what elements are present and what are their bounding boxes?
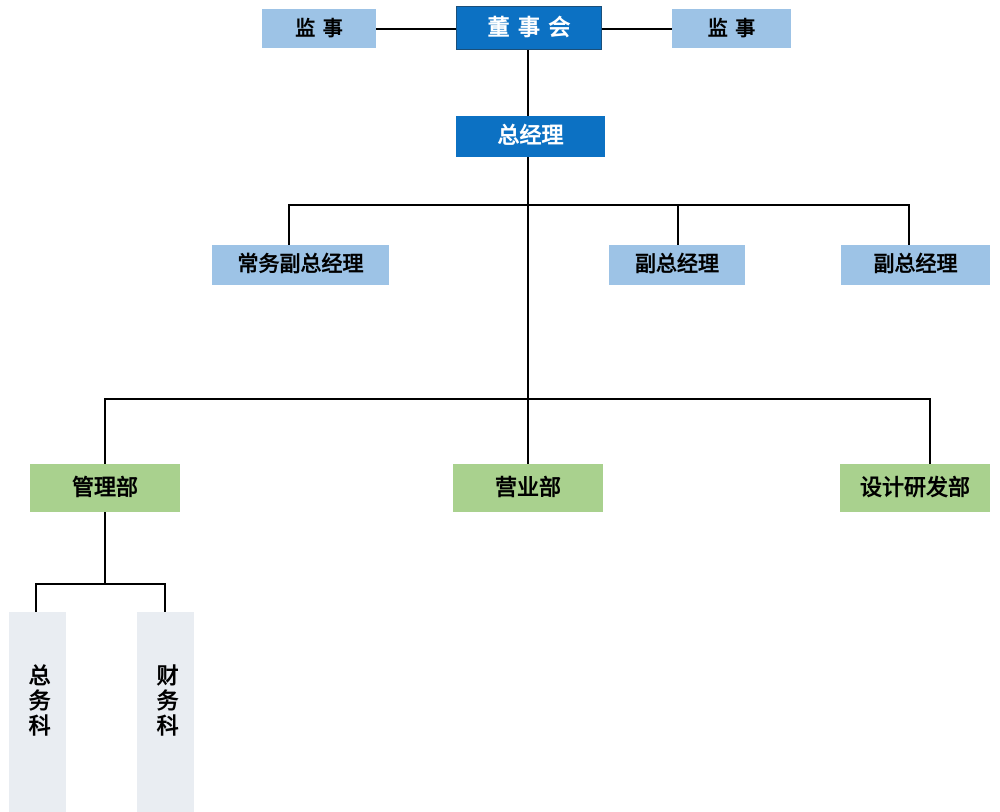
node-supervisor-left-label: 监事 xyxy=(295,17,351,40)
node-dept-admin[interactable]: 管理部 xyxy=(30,464,180,512)
connector-section-bus xyxy=(35,583,166,585)
node-dept-design-rd[interactable]: 设计研发部 xyxy=(840,464,990,512)
node-general-manager-label: 总经理 xyxy=(497,123,564,149)
connector-gm-trunk xyxy=(527,157,529,399)
node-exec-vice-gm-label: 常务副总经理 xyxy=(237,252,364,277)
node-vice-gm-2-label: 副总经理 xyxy=(873,252,958,277)
connector-drop-section-general-affairs xyxy=(35,583,37,613)
node-supervisor-left[interactable]: 监事 xyxy=(262,9,376,48)
connector-drop-vice-gm-1 xyxy=(677,204,679,245)
connector-board-to-gm xyxy=(527,48,529,116)
connector-supervisor-right xyxy=(602,28,672,30)
node-section-general-affairs[interactable]: 总务科 xyxy=(9,612,66,812)
node-vice-gm-2[interactable]: 副总经理 xyxy=(841,245,990,285)
node-vice-gm-1-label: 副总经理 xyxy=(635,252,719,277)
connector-supervisor-left xyxy=(375,28,456,30)
node-board[interactable]: 董事会 xyxy=(456,6,602,50)
connector-drop-dept-design xyxy=(929,398,931,464)
node-board-label: 董事会 xyxy=(487,14,579,40)
node-section-finance-label: 财务科 xyxy=(153,664,179,740)
node-section-general-affairs-label: 总务科 xyxy=(25,664,51,740)
connector-admin-trunk xyxy=(104,512,106,585)
connector-vice-bus xyxy=(288,204,910,206)
node-section-finance[interactable]: 财务科 xyxy=(137,612,194,812)
node-dept-sales[interactable]: 营业部 xyxy=(453,464,603,512)
node-exec-vice-gm[interactable]: 常务副总经理 xyxy=(212,245,389,285)
node-dept-admin-label: 管理部 xyxy=(71,474,138,500)
node-supervisor-right[interactable]: 监事 xyxy=(672,9,791,48)
connector-department-bus xyxy=(104,398,931,400)
connector-drop-section-finance xyxy=(164,583,166,613)
node-general-manager[interactable]: 总经理 xyxy=(456,116,605,157)
connector-drop-dept-sales xyxy=(527,398,529,464)
connector-drop-vice-gm-2 xyxy=(908,204,910,245)
node-supervisor-right-label: 监事 xyxy=(707,17,763,40)
connector-drop-exec-vice-gm xyxy=(288,204,290,245)
connector-drop-dept-admin xyxy=(104,398,106,464)
node-dept-design-rd-label: 设计研发部 xyxy=(859,474,970,500)
node-vice-gm-1[interactable]: 副总经理 xyxy=(609,245,745,285)
node-dept-sales-label: 营业部 xyxy=(494,474,561,500)
